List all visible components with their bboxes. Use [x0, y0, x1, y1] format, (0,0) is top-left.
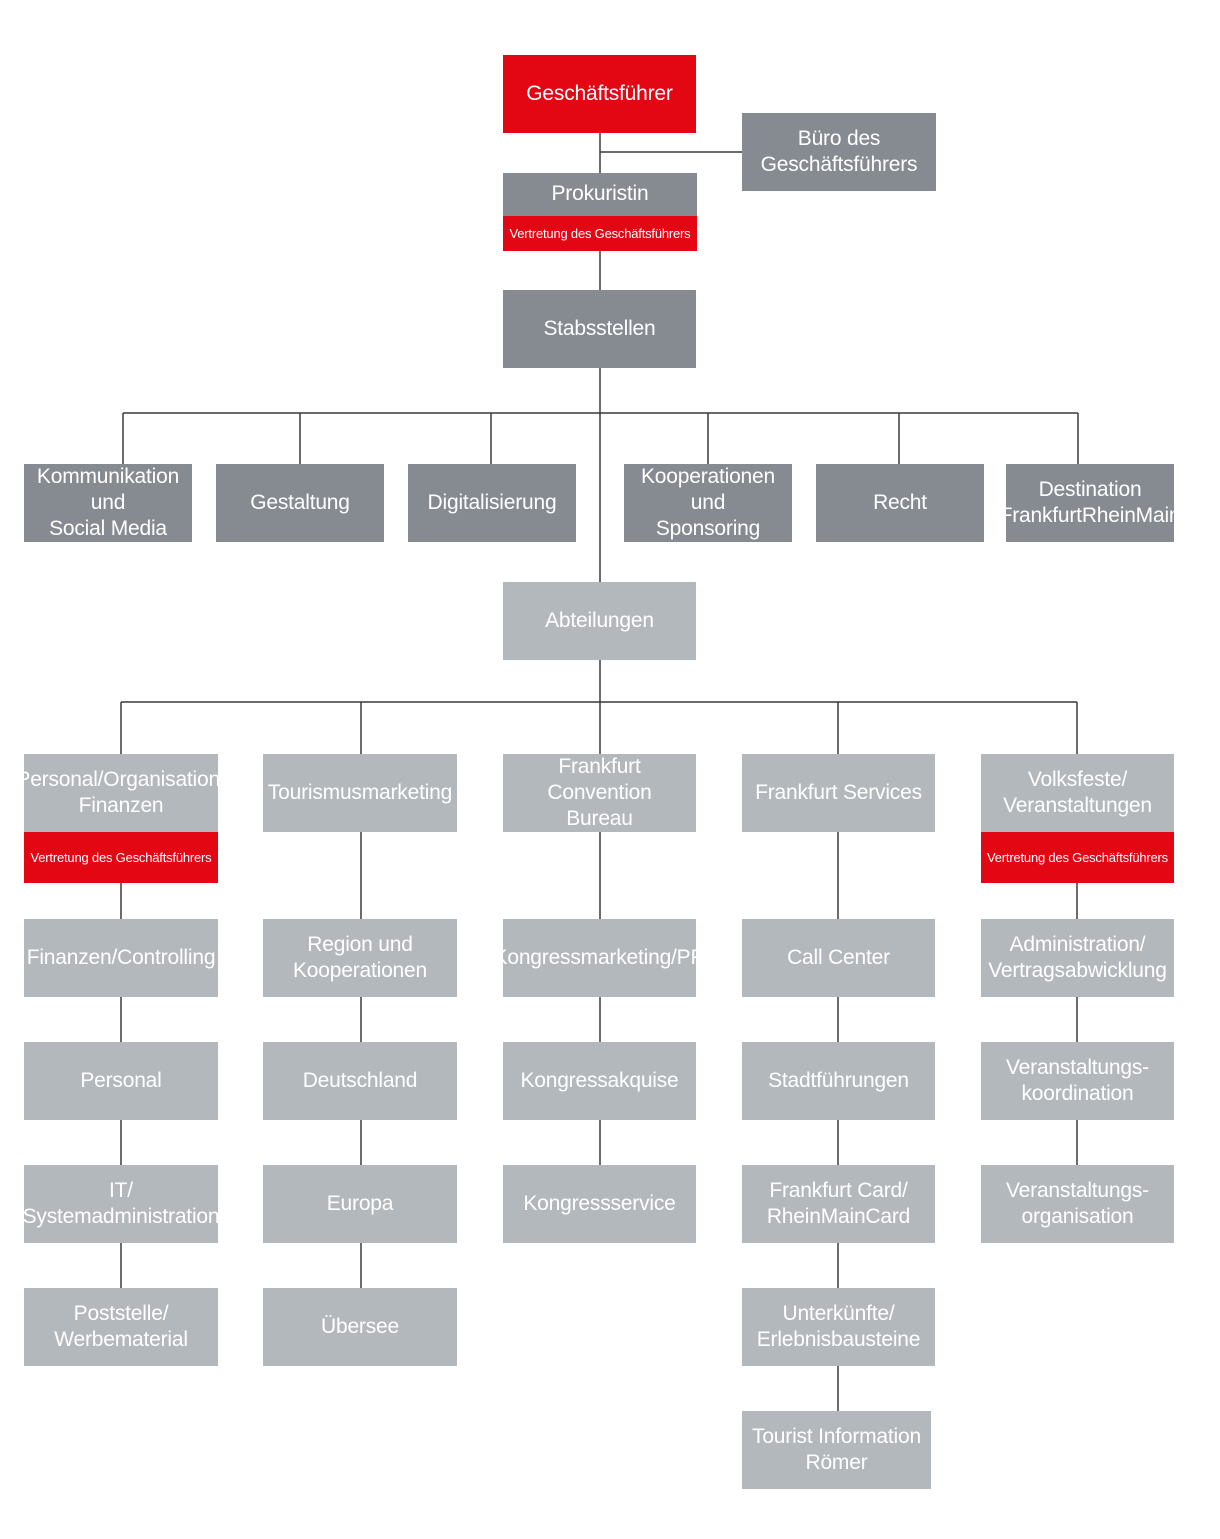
unit-call-center: Call Center — [742, 919, 935, 997]
unit-city-tours: Stadtführungen — [742, 1042, 935, 1120]
staff-unit-destination: Destination FrankfurtRheinMain — [1000, 464, 1181, 542]
dept-frankfurt-services: Frankfurt Services — [742, 754, 935, 832]
unit-finance-controlling: Finanzen/Controlling — [24, 919, 218, 997]
unit-congress-service: Kongressservice — [503, 1165, 696, 1243]
prokurist-box: Prokuristin — [503, 173, 697, 216]
staff-unit-legal: Recht — [816, 464, 984, 542]
unit-mailroom: Poststelle/ Werbematerial — [24, 1288, 218, 1366]
dept-events-deputy-tag: Vertretung des Geschäftsführers — [981, 832, 1174, 883]
unit-event-organization: Veranstaltungs- organisation — [981, 1165, 1174, 1243]
dept-personal-org-finance: Personal/Organisation/ Finanzen — [16, 754, 226, 832]
dept-events: Volksfeste/ Veranstaltungen — [981, 754, 1174, 832]
staff-unit-digitalization: Digitalisierung — [408, 464, 576, 542]
unit-region: Region und Kooperationen — [263, 919, 457, 997]
unit-overseas: Übersee — [263, 1288, 457, 1366]
ceo-box: Geschäftsführer — [503, 55, 696, 133]
unit-it: IT/ Systemadministration — [23, 1165, 220, 1243]
dept-personal-deputy-tag: Vertretung des Geschäftsführers — [24, 832, 218, 883]
staff-unit-cooperations: Kooperationen und Sponsoring — [624, 464, 792, 542]
departments-box: Abteilungen — [503, 582, 696, 660]
unit-accommodations: Unterkünfte/ Erlebnisbausteine — [742, 1288, 935, 1366]
dept-convention-bureau: Frankfurt Convention Bureau — [503, 754, 696, 832]
staff-unit-design: Gestaltung — [216, 464, 384, 542]
dept-tourism-marketing: Tourismusmarketing — [263, 754, 457, 832]
prokurist-deputy-tag: Vertretung des Geschäftsführers — [503, 216, 697, 251]
staff-box: Stabsstellen — [503, 290, 696, 368]
unit-frankfurt-card: Frankfurt Card/ RheinMainCard — [742, 1165, 935, 1243]
unit-congress-marketing: Kongressmarketing/PR — [494, 919, 706, 997]
unit-administration: Administration/ Vertragsabwicklung — [981, 919, 1174, 997]
unit-tourist-information: Tourist Information Römer — [742, 1411, 931, 1489]
unit-event-coordination: Veranstaltungs- koordination — [981, 1042, 1174, 1120]
unit-personnel: Personal — [24, 1042, 218, 1120]
unit-europe: Europa — [263, 1165, 457, 1243]
staff-unit-communication: Kommunikation und Social Media — [24, 464, 192, 542]
office-box: Büro des Geschäftsführers — [742, 113, 936, 191]
unit-congress-acquisition: Kongressakquise — [503, 1042, 696, 1120]
unit-germany: Deutschland — [263, 1042, 457, 1120]
